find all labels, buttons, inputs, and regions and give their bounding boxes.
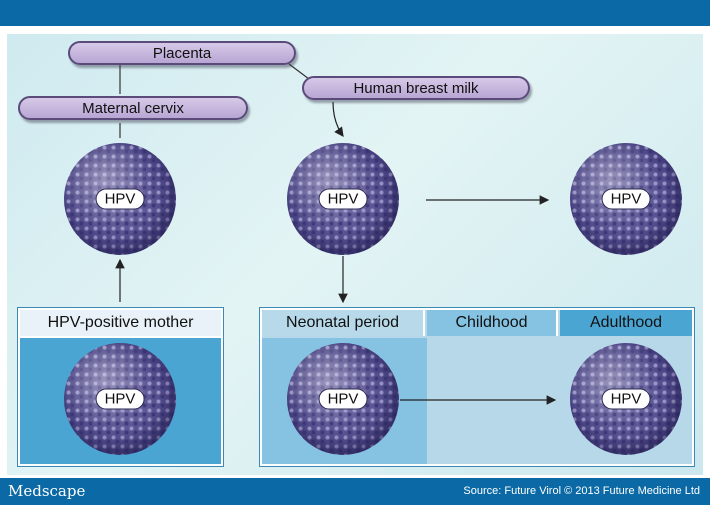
connector-lines [115,63,557,405]
hpv-virus-adult-top: HPV [570,143,682,255]
stage-adulthood-header: Adulthood [560,310,692,336]
hpv-virus-neonatal-top: HPV [287,143,399,255]
hpv-virus-mother-bottom: HPV [64,343,176,455]
placenta-pill: Placenta [68,41,296,65]
hpv-virus-neonatal-bottom: HPV [287,343,399,455]
maternal-cervix-pill: Maternal cervix [18,96,248,120]
hpv-label: HPV [318,388,368,410]
hpv-label: HPV [95,188,145,210]
stage-neonatal-label: Neonatal period [286,314,399,331]
breast-milk-pill: Human breast milk [302,76,530,100]
stage-neonatal-header: Neonatal period [262,310,425,336]
milk-arrow [332,101,344,137]
medscape-logo: Medscape [8,482,86,500]
mother-label: HPV-positive mother [47,314,194,331]
stage-childhood-label: Childhood [455,314,528,331]
hpv-label: HPV [601,388,651,410]
stage-childhood-header: Childhood [427,310,558,336]
hpv-label: HPV [601,188,651,210]
mother-box-header: HPV-positive mother [20,310,221,338]
hpv-label: HPV [318,188,368,210]
diagram-canvas: HPV-positive mother Neonatal period Chil… [7,34,703,475]
hpv-virus-adult-bottom: HPV [570,343,682,455]
top-banner [0,0,710,26]
source-credit: Source: Future Virol © 2013 Future Medic… [463,485,700,497]
hpv-virus-mother-top: HPV [64,143,176,255]
stage-adulthood-label: Adulthood [589,314,663,331]
hpv-label: HPV [95,388,145,410]
footer-bar: Medscape Source: Future Virol © 2013 Fut… [0,478,710,505]
